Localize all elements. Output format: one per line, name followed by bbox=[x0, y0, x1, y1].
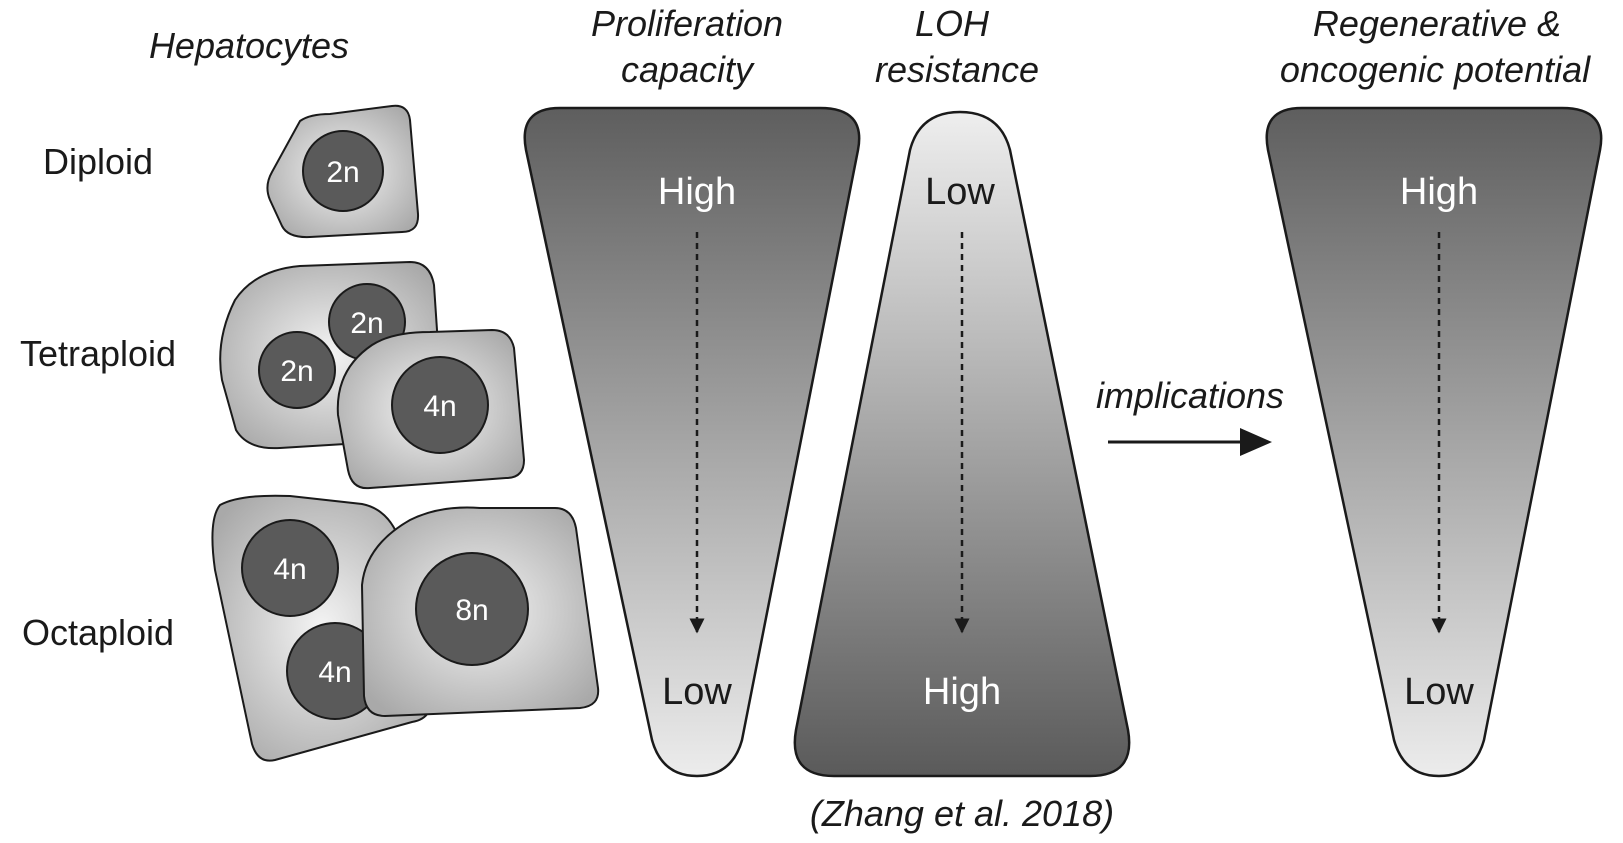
octaploid-nucleus-c-label: 8n bbox=[455, 594, 488, 627]
octaploid-nucleus-c bbox=[415, 552, 529, 666]
proliferation-top-label: High bbox=[658, 171, 736, 213]
octaploid-cell-mononucleate: 8n bbox=[360, 506, 600, 718]
header-proliferation-line1: Proliferation bbox=[591, 3, 783, 44]
proliferation-capacity-funnel: High Low bbox=[523, 106, 861, 778]
row-label-octaploid: Octaploid bbox=[22, 612, 174, 653]
header-loh-line1: LOH bbox=[915, 3, 990, 44]
row-label-diploid: Diploid bbox=[43, 141, 153, 182]
row-label-tetraploid: Tetraploid bbox=[20, 333, 176, 374]
regenerative-bottom-label: Low bbox=[1404, 671, 1474, 713]
tetraploid-nucleus-a-label: 2n bbox=[350, 307, 383, 340]
loh-resistance-funnel: Low High bbox=[793, 110, 1131, 778]
loh-bottom-label: High bbox=[923, 671, 1001, 713]
tetraploid-nucleus-c-label: 4n bbox=[423, 390, 456, 423]
header-loh-line2: resistance bbox=[875, 49, 1039, 90]
octaploid-nucleus-a-label: 4n bbox=[273, 553, 306, 586]
header-hepatocytes: Hepatocytes bbox=[149, 25, 349, 66]
tetraploid-nucleus-b-label: 2n bbox=[280, 355, 313, 388]
regenerative-funnel-shape bbox=[1265, 106, 1603, 778]
proliferation-bottom-label: Low bbox=[662, 671, 732, 713]
header-proliferation-line2: capacity bbox=[621, 49, 755, 90]
header-regenerative-line1: Regenerative & bbox=[1313, 3, 1561, 44]
regenerative-top-label: High bbox=[1400, 171, 1478, 213]
octaploid-nucleus-a bbox=[241, 519, 339, 617]
header-regenerative-line2: oncogenic potential bbox=[1280, 49, 1591, 90]
implications-connector: implications bbox=[1096, 375, 1284, 456]
implications-arrow-head bbox=[1240, 428, 1272, 456]
regenerative-oncogenic-funnel: High Low bbox=[1265, 106, 1603, 778]
diploid-cell: 2n bbox=[266, 104, 420, 239]
loh-top-label: Low bbox=[925, 171, 995, 213]
diploid-nucleus-label: 2n bbox=[326, 156, 359, 189]
citation: (Zhang et al. 2018) bbox=[810, 793, 1114, 834]
tetraploid-nucleus-b bbox=[258, 331, 336, 409]
implications-label: implications bbox=[1096, 375, 1284, 416]
proliferation-funnel-shape bbox=[523, 106, 861, 778]
octaploid-nucleus-b-label: 4n bbox=[318, 656, 351, 689]
tetraploid-cell-mononucleate: 4n bbox=[336, 328, 526, 490]
tetraploid-nucleus-c bbox=[391, 356, 489, 454]
diploid-nucleus bbox=[302, 130, 384, 212]
